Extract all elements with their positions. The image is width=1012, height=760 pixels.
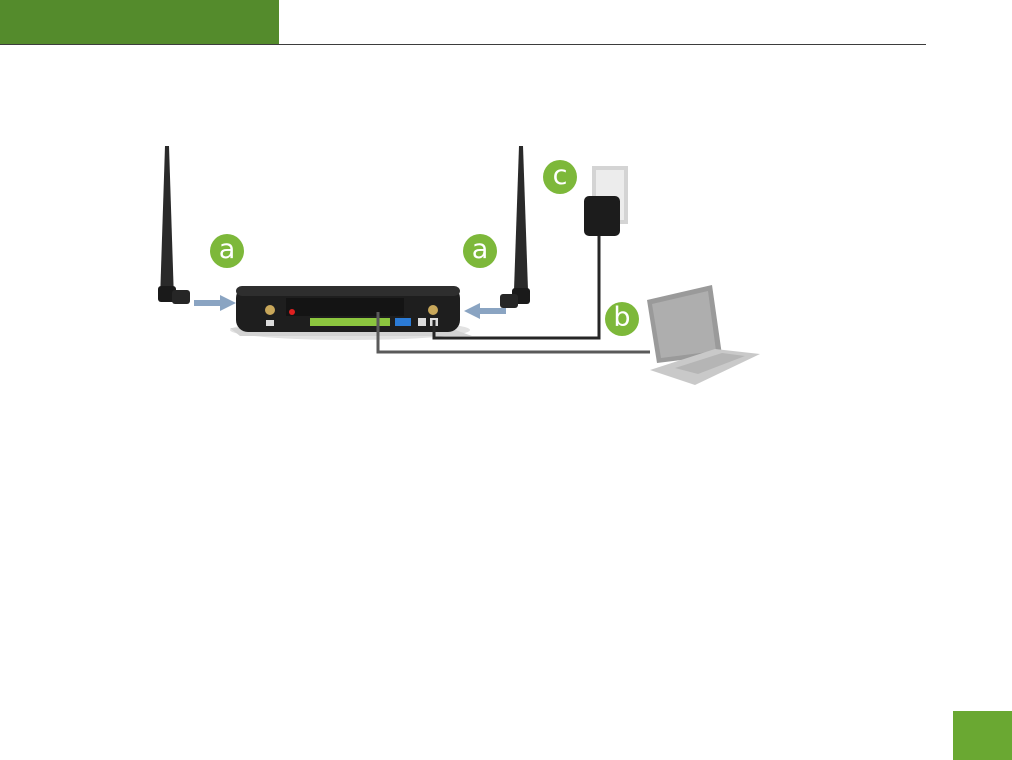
arrow-left-icon (194, 295, 236, 311)
callout-b: b (605, 302, 639, 336)
callout-a-left: a (210, 234, 244, 268)
antenna-right-icon (500, 146, 530, 308)
antenna-left-icon (158, 146, 190, 304)
callout-c: c (543, 160, 577, 194)
arrow-right-icon (464, 303, 506, 319)
header-tab (0, 0, 279, 44)
callout-a-right: a (463, 234, 497, 268)
router-icon (236, 286, 460, 332)
header-rule (0, 44, 926, 45)
setup-diagram: a a c b (150, 140, 770, 400)
page-tab (953, 711, 1012, 760)
power-adapter-icon (584, 196, 620, 236)
laptop-icon (647, 285, 760, 385)
setup-illustration (150, 140, 770, 400)
